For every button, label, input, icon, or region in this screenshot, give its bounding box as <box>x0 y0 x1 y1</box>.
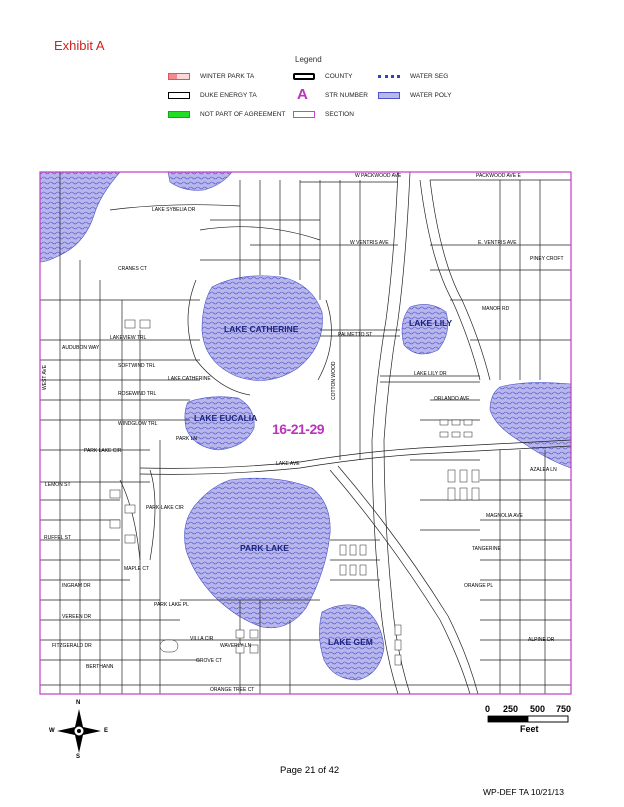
street-label: TANGERINE <box>472 546 501 552</box>
street-label: W PACKWOOD AVE <box>355 173 402 179</box>
lake-label-park: PARK LAKE <box>240 543 289 553</box>
legend-swatch-county <box>293 73 315 80</box>
legend-label-water-poly: WATER POLY <box>410 92 452 99</box>
street-label: MAGNOLIA AVE <box>486 513 523 519</box>
building-blocks <box>109 319 480 666</box>
street-label: INGRAM DR <box>62 583 91 589</box>
street-label: SOFTWIND TRL <box>118 363 156 369</box>
document-reference: WP-DEF TA 10/21/13 <box>483 787 564 797</box>
lake-label-catherine: LAKE CATHERINE <box>224 324 299 334</box>
street-label: LAKE LILY DR <box>414 371 447 377</box>
legend-swatch-not-part <box>168 111 190 118</box>
street-label: WAVERLY LN <box>220 643 252 649</box>
lake-lily-water <box>401 304 449 355</box>
legend-label-not-part: NOT PART OF AGREEMENT <box>200 111 286 118</box>
street-label: PALMETTO ST <box>338 332 373 338</box>
street-label: ORANGE TREE CT <box>210 687 255 693</box>
street-label: FITZGERALD DR <box>52 643 92 649</box>
street-label: MANOR RD <box>482 306 510 312</box>
street-label: MAPLE CT <box>124 566 150 572</box>
street-label: CRANES CT <box>118 266 147 272</box>
scale-bar <box>487 715 569 723</box>
street-label: LAKE SYBELIA DR <box>152 207 196 213</box>
street-label: PINEY CROFT <box>530 256 564 262</box>
street-label: LAKE AVE <box>276 461 300 467</box>
lake-label-gem: LAKE GEM <box>328 637 373 647</box>
legend-swatch-duke <box>168 92 190 99</box>
legend-swatch-water-poly <box>378 92 400 99</box>
compass-west-label: W <box>49 728 55 734</box>
scale-tick-500: 500 <box>530 704 546 714</box>
street-label: BERTHANN <box>86 664 114 670</box>
street-label: ORLANDO AVE <box>434 396 470 402</box>
street-label: VEREEN DR <box>62 614 92 620</box>
lake-label-eucalia: LAKE EUCALIA <box>194 413 258 423</box>
street-label: PARK LAKE CIR <box>84 448 122 454</box>
section-border <box>39 171 572 695</box>
water-north-center <box>167 172 233 191</box>
exhibit-title: Exhibit A <box>54 38 105 53</box>
street-label: PACKWOOD AVE E <box>476 173 521 179</box>
street-label: LAKE CATHERINE <box>168 376 211 382</box>
street-label: PARK LN <box>176 436 198 442</box>
street-label: PARK LAKE PL <box>154 602 189 608</box>
water-bodies <box>40 172 571 681</box>
map-content <box>40 172 571 694</box>
legend-swatch-winter-park <box>168 73 190 80</box>
street-network <box>40 172 571 694</box>
street-label: ROSEWIND TRL <box>118 391 157 397</box>
legend-label-water-seg: WATER SEG <box>410 73 449 80</box>
street-label: ALPINE DR <box>528 637 555 643</box>
lake-gem-water <box>319 604 385 681</box>
street-label: W VENTRIS AVE <box>350 240 389 246</box>
lake-label-lily: LAKE LILY <box>409 318 453 328</box>
street-label: WEST AVE <box>42 364 48 390</box>
compass-north-label: N <box>76 700 81 706</box>
street-label: ORANGE PL <box>464 583 494 589</box>
compass-east-label: E <box>104 728 109 734</box>
street-label: AZALEA LN <box>530 467 557 473</box>
legend-label-str-number: STR NUMBER <box>325 92 368 99</box>
street-label: GROVE CT <box>196 658 223 664</box>
scale-unit: Feet <box>520 724 539 734</box>
street-label: PARK-LAKE CIR <box>146 505 184 511</box>
street-label: E. VENTRIS AVE <box>478 240 517 246</box>
street-label: VILLA CIR <box>190 636 214 642</box>
park-lake-water <box>184 477 331 629</box>
legend-label-county: COUNTY <box>325 73 353 80</box>
street-label: COTTON WOOD <box>331 361 337 400</box>
legend-label-section: SECTION <box>325 111 354 118</box>
legend-label-winter-park: WINTER PARK TA <box>200 73 255 80</box>
section-str-number: 16-21-29 <box>272 421 325 437</box>
lake-catherine-water <box>201 275 323 381</box>
compass-icon <box>57 709 101 753</box>
legend-title: Legend <box>295 55 322 64</box>
street-label: LEMON ST <box>45 482 71 488</box>
scale-tick-0: 0 <box>485 704 491 714</box>
scale-tick-250: 250 <box>503 704 519 714</box>
legend-label-duke: DUKE ENERGY TA <box>200 92 257 99</box>
legend-swatch-water-seg <box>378 75 400 78</box>
street-label: WINDGLOW TRL <box>118 421 158 427</box>
street-label: RUFFEL ST <box>44 535 72 541</box>
scale-tick-750: 750 <box>556 704 572 714</box>
page-number: Page 21 of 42 <box>280 765 340 776</box>
street-label: AUDUBON WAY <box>62 345 100 351</box>
str-number-symbol-icon: A <box>297 86 308 103</box>
water-east <box>489 382 571 469</box>
street-label: LAKEVIEW TRL <box>110 335 147 341</box>
legend-swatch-section <box>293 111 315 118</box>
lake-eucalia-water <box>184 396 255 451</box>
compass-south-label: S <box>76 754 81 760</box>
